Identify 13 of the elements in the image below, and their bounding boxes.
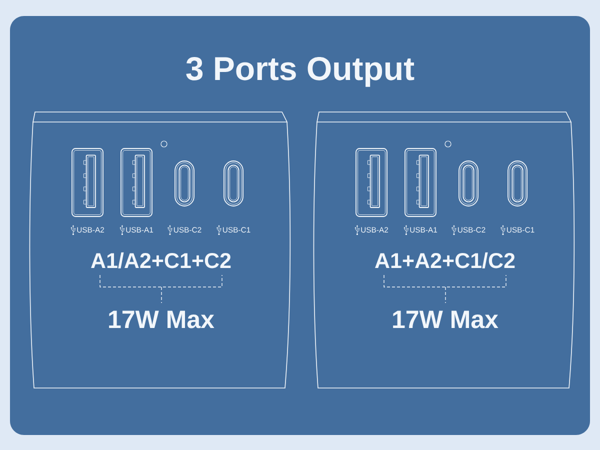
usb-c-port [458,160,478,206]
usb-a-port [72,148,104,217]
port-combination-label: A1/A2+C1+C2 [91,252,231,268]
usb-a-port [356,148,388,217]
usb-a-port [120,148,152,217]
max-power-label: 17W Max [109,310,214,328]
usb-c-port [224,160,244,206]
usb-c-port [174,160,194,206]
usb-c-port [508,160,528,206]
max-power-label: 17W Max [393,310,498,328]
port-combination-label: A1+A2+C1/C2 [375,252,515,268]
title: 3 Ports Output [186,56,414,87]
usb-a-port [404,148,436,217]
